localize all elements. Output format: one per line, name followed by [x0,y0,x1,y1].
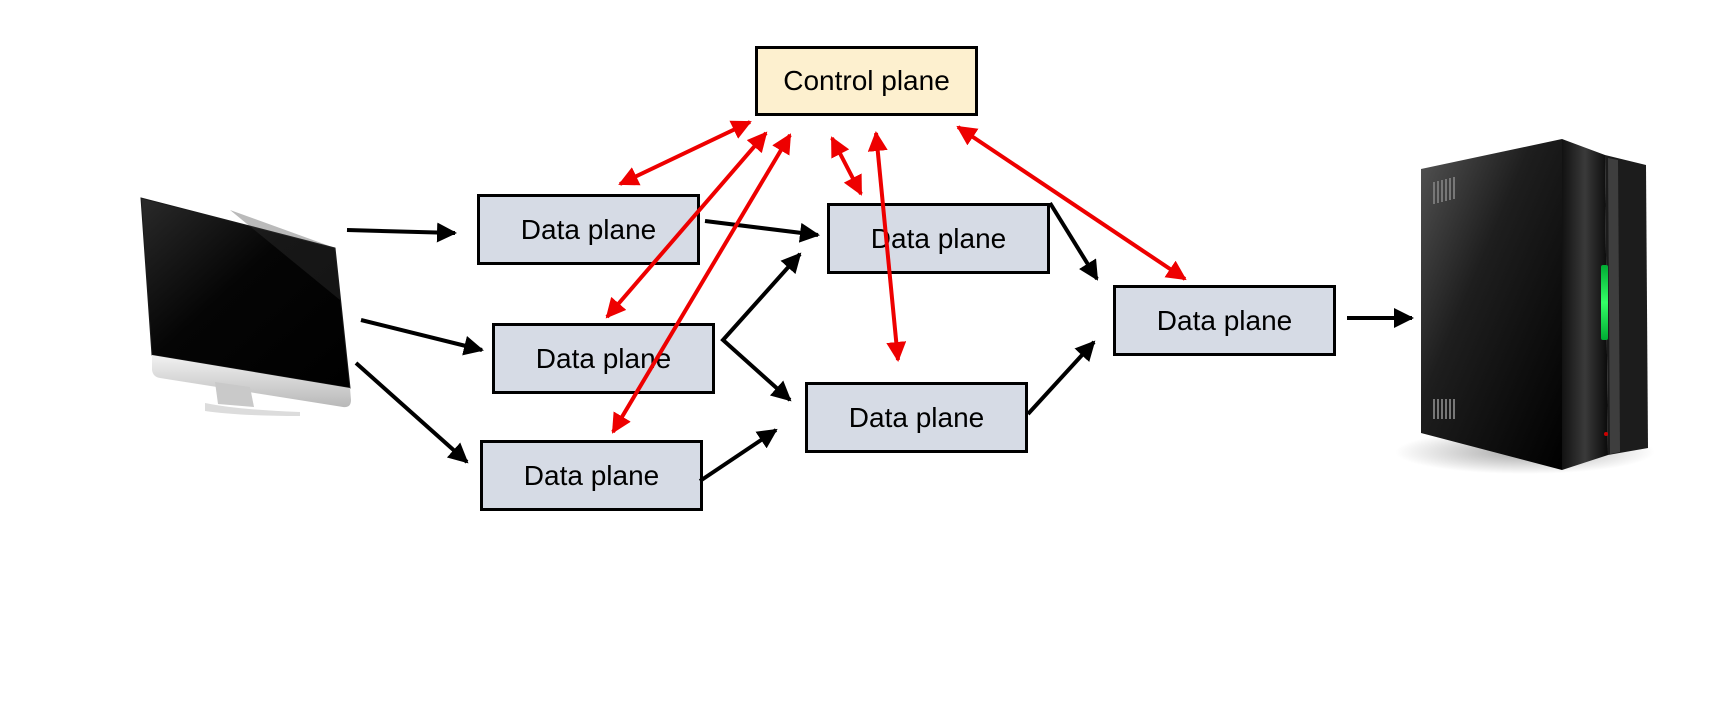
control-link-arrows [605,120,1187,434]
control-link-a3 [611,133,792,434]
arrow-client-to-a1 [346,222,457,243]
arrow-a3-to-b2 [698,428,778,483]
data-plane-node-c1: Data plane [1113,285,1336,356]
control-link-c1 [956,125,1187,281]
arrow-client-to-a3 [354,361,469,464]
arrow-client-to-a2 [360,318,484,356]
control-link-b2 [867,131,907,362]
server-tower-icon [1395,139,1655,474]
arrow-a2-to-b1-b2 [720,252,802,402]
data-plane-node-a3: Data plane [480,440,703,511]
data-plane-node-b2: Data plane [805,382,1028,453]
data-plane-label: Data plane [848,401,985,433]
control-plane-label: Control plane [783,65,950,96]
arrow-a1-to-b1 [704,219,820,243]
data-plane-label: Data plane [1156,304,1293,336]
control-plane-node: Control plane [755,46,978,116]
arrow-b2-to-c1 [1026,340,1096,416]
control-link-b1 [830,136,863,196]
data-plane-label: Data plane [523,459,660,491]
desktop-computer-icon [140,197,351,416]
data-path-arrows [346,201,1414,483]
